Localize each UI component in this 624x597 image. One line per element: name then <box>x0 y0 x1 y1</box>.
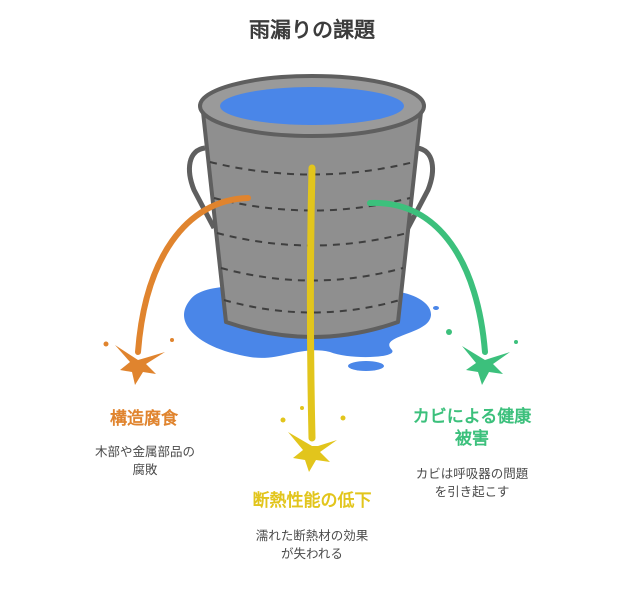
water-drop-tiny <box>433 306 439 310</box>
splash-structure <box>115 345 165 385</box>
desc-insulation: 濡れた断熱材の効果 が失われる <box>212 527 412 563</box>
label-health: カビによる健康 被害 <box>394 406 550 450</box>
desc-health: カビは呼吸器の問題 を引き起こす <box>382 465 562 501</box>
water-drop-small <box>348 361 384 371</box>
label-structure: 構造腐食 <box>110 409 178 429</box>
desc-insulation-line: 濡れた断熱材の効果 <box>255 528 369 543</box>
splash-dot <box>300 406 304 410</box>
splash-dot <box>170 338 174 342</box>
leak-stream-structure <box>135 195 251 355</box>
leak-stream-insulation <box>307 164 316 442</box>
splash-dot <box>514 340 518 344</box>
bucket-handle <box>186 145 217 230</box>
desc-health-line: を引き起こす <box>434 484 510 499</box>
desc-insulation-line: が失われる <box>281 546 343 561</box>
bucket-handle-right <box>405 145 436 230</box>
desc-structure-line: 腐敗 <box>132 462 158 477</box>
desc-structure: 木部や金属部品の 腐敗 <box>60 443 230 479</box>
splash-insulation <box>288 432 337 472</box>
splash-health <box>462 346 510 385</box>
page-title: 雨漏りの課題 <box>249 18 375 42</box>
splash-dot <box>103 341 109 347</box>
bucket-water-surface <box>220 87 404 125</box>
splash-dot <box>280 417 286 423</box>
label-health-line: 被害 <box>455 429 489 449</box>
splash-dot <box>340 415 346 421</box>
leak-stream-health <box>367 199 488 355</box>
splash-dot <box>446 329 452 335</box>
desc-health-line: カビは呼吸器の問題 <box>415 466 529 481</box>
desc-structure-line: 木部や金属部品の <box>94 444 195 459</box>
label-insulation: 断熱性能の低下 <box>252 491 372 511</box>
label-health-line: カビによる健康 <box>412 407 532 427</box>
